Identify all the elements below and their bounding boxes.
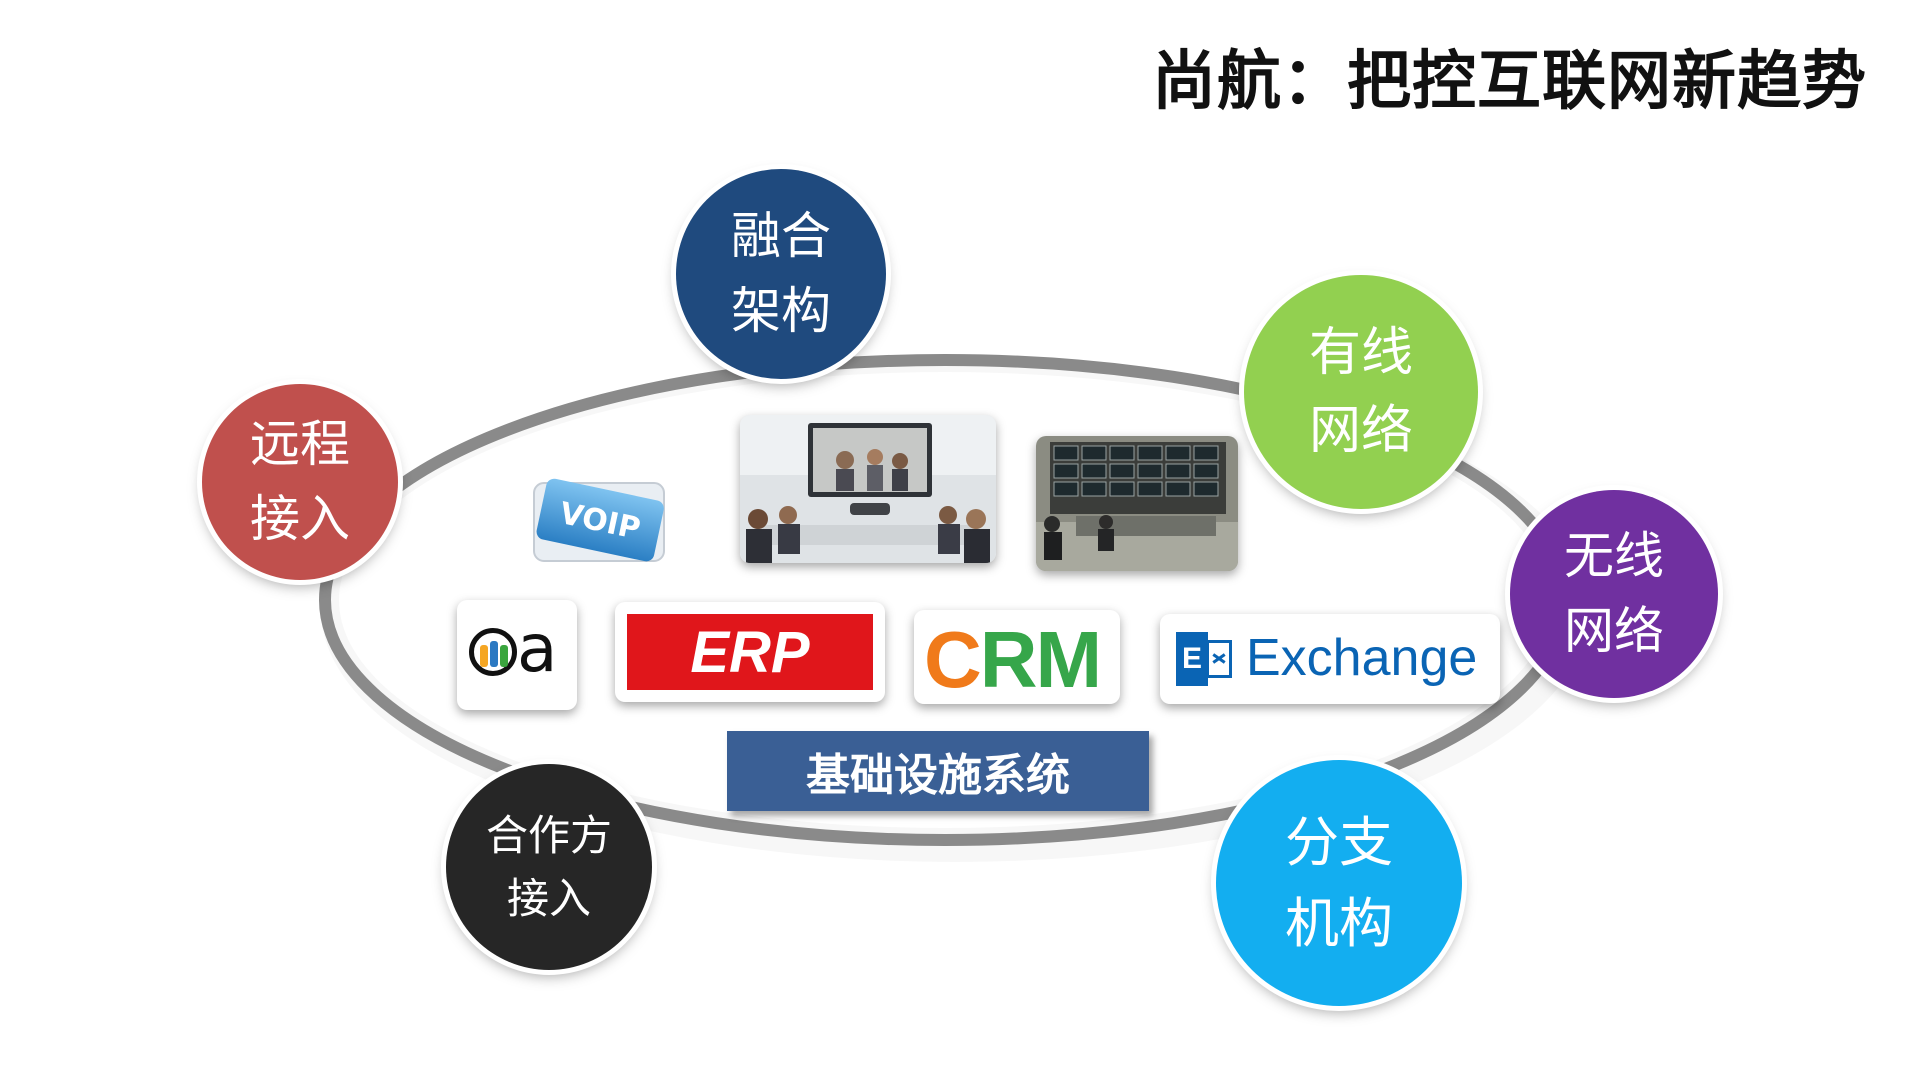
- oa-letter: a: [517, 610, 558, 687]
- node-wired-line2: 网络: [1308, 401, 1413, 461]
- node-branch-line2: 机构: [1285, 892, 1393, 955]
- exchange-logo-tile: E Exchange: [1160, 614, 1500, 704]
- node-branch-office: 分支 机构: [1216, 760, 1462, 1006]
- erp-logo-tile: ERP: [615, 602, 885, 702]
- node-fusion-line1: 融合: [731, 207, 831, 265]
- exchange-icon-letter: E: [1176, 632, 1208, 686]
- oa-people-icon: [469, 628, 517, 676]
- crm-logo-tile: CRM: [914, 610, 1120, 704]
- node-fusion-line2: 架构: [731, 282, 831, 340]
- node-remote-line1: 远程: [250, 415, 350, 473]
- video-conference-photo: [740, 415, 996, 563]
- node-wireless-line2: 网络: [1564, 602, 1664, 660]
- node-wireless-network: 无线 网络: [1510, 490, 1718, 698]
- page-title: 尚航：把控互联网新趋势: [1152, 45, 1867, 119]
- node-wired-line1: 有线: [1308, 323, 1413, 383]
- infrastructure-label: 基础设施系统: [727, 731, 1149, 811]
- voip-key-icon: VOIP: [533, 478, 665, 562]
- exchange-icon: E: [1176, 632, 1232, 686]
- node-branch-line1: 分支: [1285, 811, 1393, 874]
- node-remote-access: 远程 接入: [202, 384, 398, 580]
- crm-label: CRM: [924, 615, 1102, 704]
- node-partner-access: 合作方 接入: [446, 764, 652, 970]
- node-partner-line2: 接入: [506, 874, 591, 923]
- monitoring-center-photo: [1036, 436, 1238, 571]
- voip-tile: VOIP: [530, 475, 670, 567]
- node-partner-line1: 合作方: [485, 811, 612, 860]
- node-wired-network: 有线 网络: [1244, 275, 1478, 509]
- exchange-label: Exchange: [1246, 629, 1478, 687]
- node-remote-line2: 接入: [250, 490, 350, 548]
- oa-logo-tile: a: [457, 600, 577, 710]
- node-fusion-architecture: 融合 架构: [676, 169, 886, 379]
- erp-label: ERP: [690, 619, 810, 685]
- node-wireless-line1: 无线: [1564, 527, 1664, 585]
